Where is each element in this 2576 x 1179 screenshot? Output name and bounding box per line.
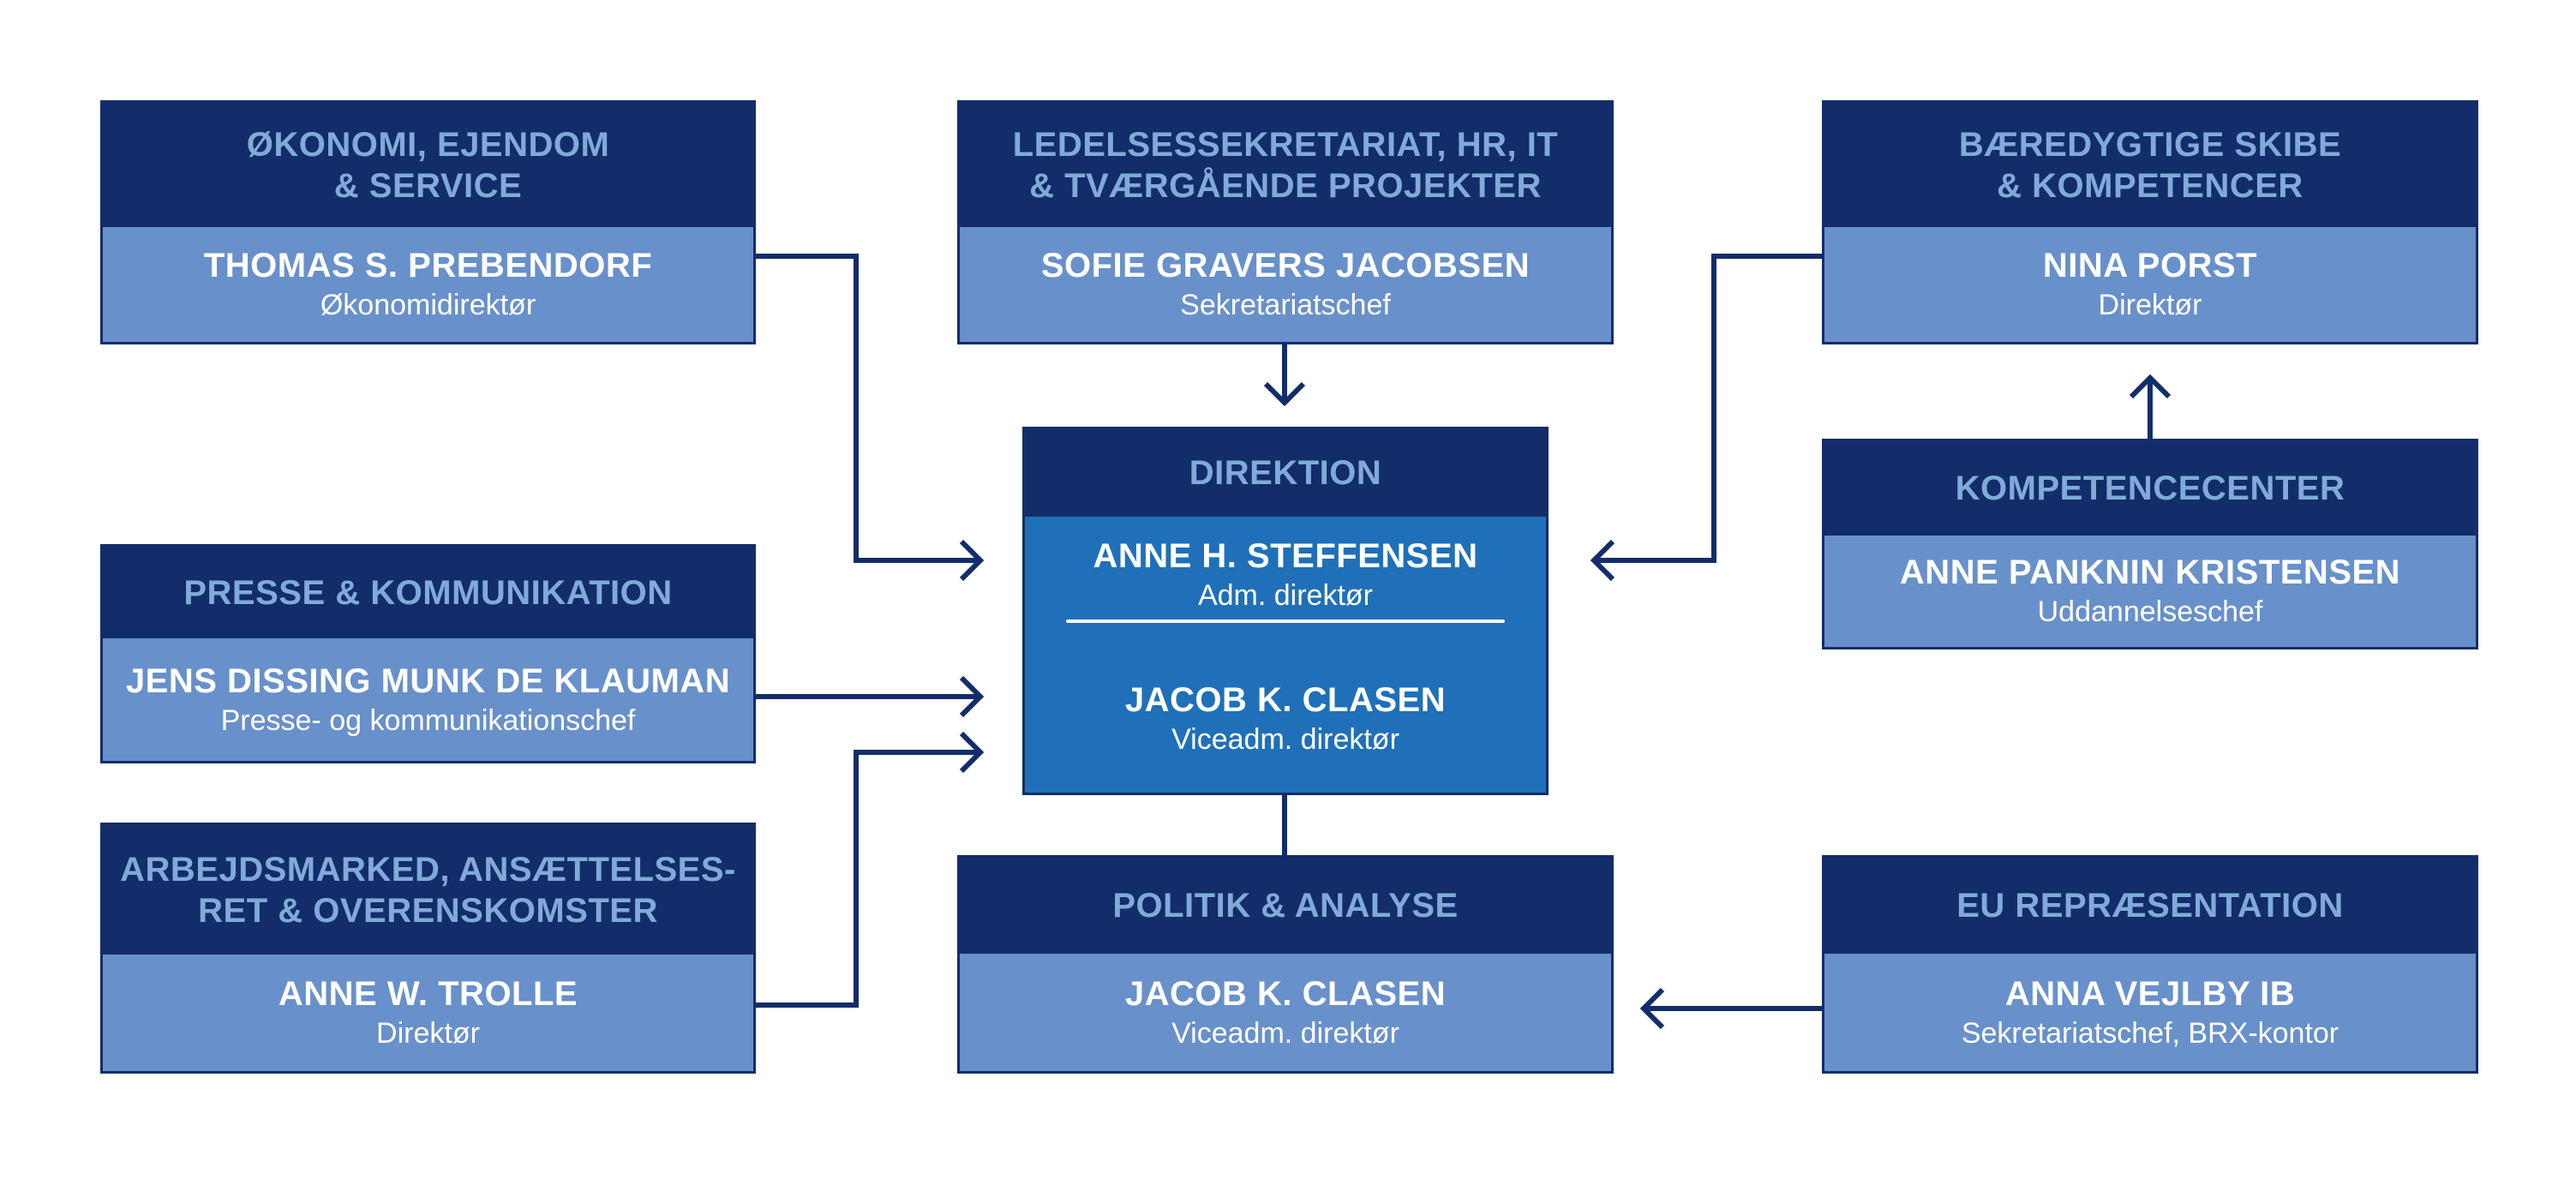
person-role: Adm. direktør xyxy=(1197,579,1374,612)
unit-title-line: ARBEJDSMARKED, ANSÆTTELSES- xyxy=(120,850,736,889)
unit-box-politik[interactable]: POLITIK & ANALYSE JACOB K. CLASEN Vicead… xyxy=(957,855,1614,1074)
unit-head: ANNA VEJLBY IB Sekretariatschef, BRX-kon… xyxy=(1824,954,2476,1071)
arrowhead-kompetencecenter xyxy=(2129,374,2172,399)
person-name: JENS DISSING MUNK DE KLAUMAN xyxy=(125,661,731,700)
person-name: THOMAS S. PREBENDORF xyxy=(203,247,653,284)
unit-box-kompetencecenter[interactable]: KOMPETENCECENTER ANNE PANKNIN KRISTENSEN… xyxy=(1822,439,2478,649)
unit-head: ANNE PANKNIN KRISTENSEN Uddannelseschef xyxy=(1824,536,2476,647)
direktion-member: ANNE H. STEFFENSEN Adm. direktør xyxy=(1025,536,1546,614)
unit-box-direktion[interactable]: DIREKTION ANNE H. STEFFENSEN Adm. direkt… xyxy=(1022,427,1549,795)
connector-arbejdsmarked-to-direktion xyxy=(756,750,980,1008)
connector-skibe-to-direktion xyxy=(1594,254,1822,563)
unit-title: BÆREDYGTIGE SKIBE & KOMPETENCER xyxy=(1824,103,2476,227)
unit-head: THOMAS S. PREBENDORF Økonomidirektør xyxy=(103,227,753,342)
person-name: ANNE W. TROLLE xyxy=(278,975,578,1013)
arrowhead-presse xyxy=(959,675,985,718)
person-role: Sekretariatschef, BRX-kontor xyxy=(1961,1016,2339,1050)
unit-head: JENS DISSING MUNK DE KLAUMAN Presse- og … xyxy=(103,638,753,761)
arrowhead-skibe xyxy=(1590,539,1615,582)
unit-head: JACOB K. CLASEN Viceadm. direktør xyxy=(960,954,1611,1071)
direktion-member: JACOB K. CLASEN Viceadm. direktør xyxy=(1025,679,1546,758)
unit-box-okonomi[interactable]: ØKONOMI, EJENDOM & SERVICE THOMAS S. PRE… xyxy=(100,100,756,344)
unit-box-eu[interactable]: EU REPRÆSENTATION ANNA VEJLBY IB Sekreta… xyxy=(1822,855,2478,1074)
unit-box-presse[interactable]: PRESSE & KOMMUNIKATION JENS DISSING MUNK… xyxy=(100,544,756,763)
connector-okonomi-to-direktion xyxy=(756,254,980,563)
person-name: SOFIE GRAVERS JACOBSEN xyxy=(1040,247,1531,284)
person-name: ANNE H. STEFFENSEN xyxy=(1093,537,1478,575)
divider-line xyxy=(1066,619,1505,623)
unit-title-line: & KOMPETENCER xyxy=(1997,166,2303,205)
person-role: Sekretariatschef xyxy=(1180,289,1391,321)
arrowhead-ledelse xyxy=(1263,381,1306,407)
arrowhead-eu xyxy=(1639,987,1665,1030)
person-role: Viceadm. direktør xyxy=(1171,723,1399,756)
unit-title-line: RET & OVERENSKOMSTER xyxy=(198,891,658,930)
person-name: NINA PORST xyxy=(2042,247,2258,284)
unit-title-line: ØKONOMI, EJENDOM xyxy=(246,125,610,164)
unit-title-line: EU REPRÆSENTATION xyxy=(1956,887,2344,925)
unit-box-arbejdsmarked[interactable]: ARBEJDSMARKED, ANSÆTTELSES- RET & OVEREN… xyxy=(100,823,756,1074)
unit-box-ledelse[interactable]: LEDELSESSEKRETARIAT, HR, IT & TVÆRGÅENDE… xyxy=(957,100,1614,344)
person-role: Viceadm. direktør xyxy=(1171,1016,1399,1050)
unit-title-line: DIREKTION xyxy=(1189,454,1382,492)
unit-head: SOFIE GRAVERS JACOBSEN Sekretariatschef xyxy=(960,227,1611,342)
person-role: Direktør xyxy=(376,1017,480,1050)
unit-title-line: KOMPETENCECENTER xyxy=(1955,470,2345,507)
unit-head: NINA PORST Direktør xyxy=(1824,227,2476,342)
direktion-members: ANNE H. STEFFENSEN Adm. direktør JACOB K… xyxy=(1025,517,1546,793)
unit-title: DIREKTION xyxy=(1025,429,1546,517)
person-role: Direktør xyxy=(2098,289,2202,321)
unit-title: EU REPRÆSENTATION xyxy=(1824,858,2476,954)
person-name: ANNA VEJLBY IB xyxy=(2004,974,2296,1013)
unit-title: ARBEJDSMARKED, ANSÆTTELSES- RET & OVEREN… xyxy=(103,825,753,955)
unit-box-skibe[interactable]: BÆREDYGTIGE SKIBE & KOMPETENCER NINA POR… xyxy=(1822,100,2478,344)
unit-title-line: & SERVICE xyxy=(333,166,523,205)
arrowhead-okonomi xyxy=(959,539,985,582)
unit-title: KOMPETENCECENTER xyxy=(1824,441,2476,536)
unit-title-line: POLITIK & ANALYSE xyxy=(1112,887,1459,925)
person-role: Økonomidirektør xyxy=(320,289,536,321)
unit-title: PRESSE & KOMMUNIKATION xyxy=(103,547,753,638)
person-name: JACOB K. CLASEN xyxy=(1124,681,1447,719)
unit-title-line: & TVÆRGÅENDE PROJEKTER xyxy=(1029,166,1542,205)
person-role: Uddannelseschef xyxy=(2037,595,2263,628)
person-name: JACOB K. CLASEN xyxy=(1124,974,1447,1013)
unit-title: ØKONOMI, EJENDOM & SERVICE xyxy=(103,103,753,227)
unit-title-line: LEDELSESSEKRETARIAT, HR, IT xyxy=(1012,125,1559,164)
unit-title-line: BÆREDYGTIGE SKIBE xyxy=(1958,125,2342,164)
person-role: Presse- og kommunikationschef xyxy=(220,703,636,737)
unit-head: ANNE W. TROLLE Direktør xyxy=(103,955,753,1071)
unit-title-line: PRESSE & KOMMUNIKATION xyxy=(183,573,673,612)
unit-title: LEDELSESSEKRETARIAT, HR, IT & TVÆRGÅENDE… xyxy=(960,103,1611,227)
person-name: ANNE PANKNIN KRISTENSEN xyxy=(1899,554,2401,591)
unit-title: POLITIK & ANALYSE xyxy=(960,858,1611,954)
arrowhead-arbejdsmarked xyxy=(959,731,985,774)
